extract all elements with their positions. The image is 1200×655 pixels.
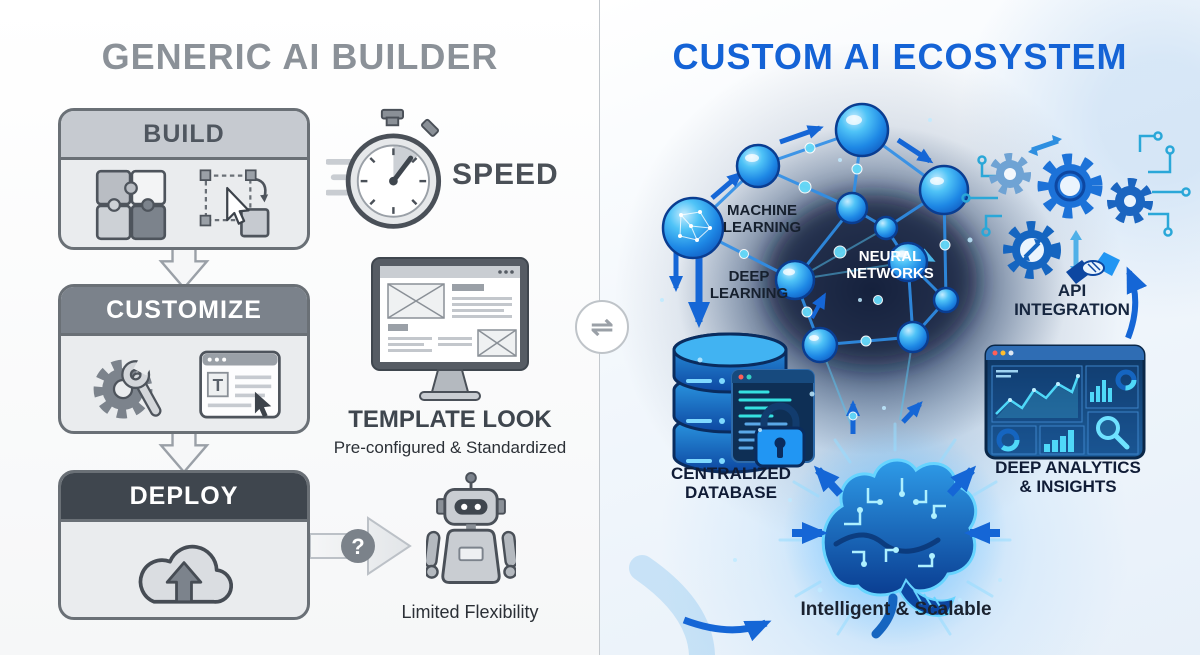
api-integration-label: API INTEGRATION: [1014, 281, 1130, 320]
question-arrow-icon: ?: [310, 516, 412, 576]
generic-ai-builder-panel: GENERIC AI BUILDER BUILD: [0, 0, 600, 655]
question-mark: ?: [351, 534, 364, 559]
monitor-template-icon: [371, 257, 529, 401]
drag-drop-icon: [199, 169, 270, 238]
intelligent-scalable-label: Intelligent & Scalable: [800, 599, 992, 620]
machine-learning-label: MACHINE LEARNING: [722, 202, 802, 236]
analytics-dashboard-icon: [984, 344, 1146, 460]
template-look-sublabel: Pre-configured & Standardized: [333, 438, 567, 457]
lock-icon: [754, 402, 806, 468]
custom-ecosystem-graphic: [629, 102, 1191, 655]
template-look-label: TEMPLATE LOOK: [348, 406, 552, 433]
robot-icon: [426, 472, 516, 584]
left-panel-title: GENERIC AI BUILDER: [101, 36, 499, 77]
limited-flexibility-label: Limited Flexibility: [401, 602, 539, 622]
neural-network: [661, 102, 970, 434]
centralized-database-label: CENTRALIZED DATABASE: [671, 464, 791, 503]
deploy-step-box: DEPLOY: [58, 470, 310, 620]
brain-icon: [821, 458, 978, 639]
customize-step-header: CUSTOMIZE: [61, 287, 307, 336]
speed-label: SPEED: [452, 158, 559, 191]
deploy-step-body: [61, 522, 307, 617]
sparkle-dots: [660, 118, 1002, 602]
build-step-box: BUILD: [58, 108, 310, 250]
neural-networks-label: NEURAL NETWORKS: [846, 248, 934, 282]
handshake-icon: [1066, 252, 1120, 284]
right-panel-title: CUSTOM AI ECOSYSTEM: [672, 36, 1128, 77]
flow-connector-arrow: [158, 430, 210, 474]
api-up-arrow: [1125, 266, 1148, 340]
brain-flow-arrows: [682, 465, 1000, 642]
gear-wrench-icon: [93, 357, 162, 419]
deep-analytics-label: DEEP ANALYTICS & INSIGHTS: [995, 458, 1141, 497]
api-gears-icon: [961, 131, 1191, 279]
t-letter: T: [213, 375, 224, 395]
cloud-upload-icon: [138, 544, 233, 604]
swap-arrows-icon: ⇌: [590, 311, 614, 342]
customize-step-body: T: [61, 336, 307, 431]
compare-swap-badge: ⇌: [575, 300, 629, 354]
puzzle-icon: [95, 169, 167, 241]
machine-learning-node-icon: [661, 196, 725, 260]
customize-step-box: CUSTOMIZE T: [58, 284, 310, 434]
deep-learning-label: DEEP LEARNING: [709, 268, 789, 302]
text-editor-window-icon: T: [199, 350, 281, 419]
build-step-header: BUILD: [61, 111, 307, 160]
stopwatch-icon: [326, 108, 442, 229]
build-step-body: [61, 160, 307, 247]
deploy-step-header: DEPLOY: [61, 473, 307, 522]
